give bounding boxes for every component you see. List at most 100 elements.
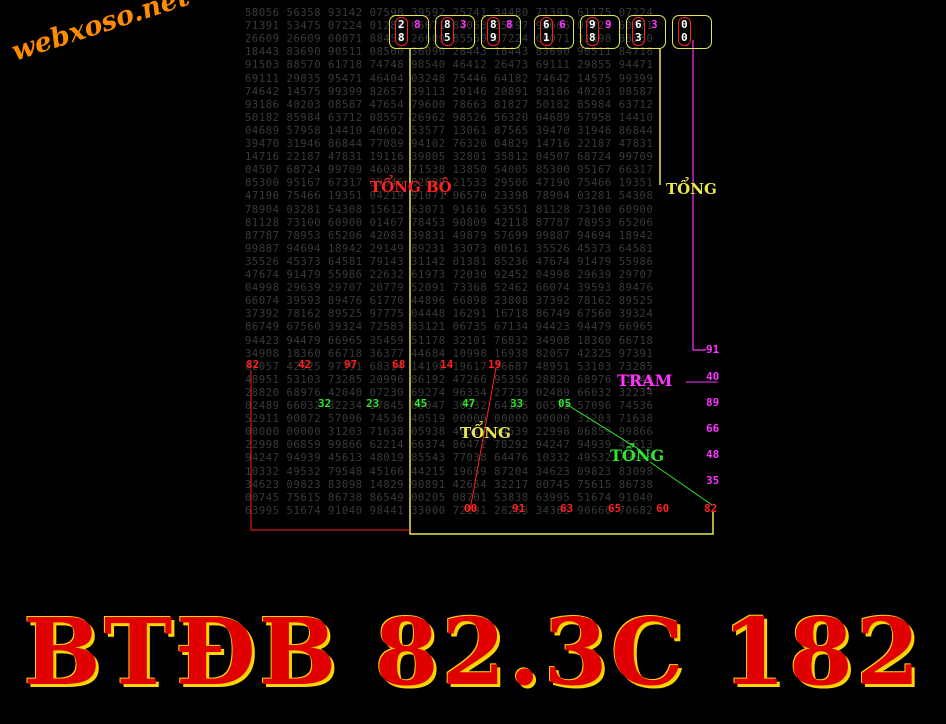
bottom-value: 82 — [704, 502, 718, 515]
pair-red-ring — [487, 17, 500, 46]
grid-row: 63995 51674 91040 98441 33000 72191 2826… — [245, 504, 654, 517]
grid-row: 74642 14575 99399 82657 39113 20146 2089… — [245, 85, 654, 98]
grid-row: 34908 18360 66718 36377 44684 10998 1693… — [245, 347, 654, 360]
pair-bottom-digit: 9 — [490, 31, 497, 44]
label-tong-green: TỔNG — [610, 446, 665, 465]
label-tong-right: TỔNG — [666, 180, 717, 198]
pair-side-digit: 3 — [460, 18, 467, 31]
pair-top-digit: 6 — [543, 18, 550, 31]
green-line-2 — [649, 461, 713, 506]
grid-row: 34623 09823 83098 14829 90891 42654 3221… — [245, 478, 654, 491]
green-value: 33 — [510, 397, 524, 410]
bottom-value: 60 — [656, 502, 670, 515]
bottom-value: 65 — [608, 502, 622, 515]
pair-red-ring — [540, 17, 553, 46]
pair-side-digit: 8 — [414, 18, 421, 31]
grid-row: 47190 75466 19351 04219 91071 06570 2339… — [245, 190, 654, 203]
pair-bottom-digit: 3 — [635, 31, 642, 44]
grid-row: 02489 66032 32234 37845 80047 30332 6410… — [245, 400, 654, 412]
bottom-value: 63 — [560, 502, 574, 515]
grid-row: 86749 67560 39324 72583 83121 06735 6713… — [245, 321, 654, 334]
right-column-value: 89 — [706, 396, 720, 409]
red-bracket — [250, 370, 410, 531]
grid-row: 18443 83690 90511 08500 36090 28443 1844… — [245, 46, 654, 59]
pair-bottom-digit: 0 — [681, 31, 688, 44]
magenta-line — [692, 40, 706, 351]
pair-top-digit: 6 — [635, 18, 642, 31]
yellow-diagonal — [469, 367, 497, 511]
grid-row: 14716 22187 47831 19116 39005 32801 3581… — [245, 151, 654, 164]
grid-row: 87787 78953 65206 42083 39831 49879 5769… — [245, 229, 654, 242]
green-line-1 — [565, 403, 641, 451]
pair-bottom-digit: 5 — [444, 31, 451, 44]
grid-row: 39470 31946 86844 77089 94102 76320 0482… — [245, 138, 654, 150]
grid-row: 28820 68976 42040 07230 69274 96334 2773… — [245, 386, 654, 399]
label-tong-yellow: TỔNG — [460, 424, 511, 442]
red-value: 14 — [440, 358, 454, 371]
red-value: 82 — [246, 358, 260, 371]
grid-row: 99887 94694 18942 29149 89231 33073 0016… — [245, 242, 654, 255]
grid-row: 93186 40203 08587 47654 79600 78663 8182… — [245, 98, 654, 111]
grid-row: 04998 29639 29707 20779 52091 73368 5246… — [245, 282, 654, 295]
pair-side-digit: 3 — [651, 18, 658, 31]
grid-row: 35526 45373 64581 79143 31142 01381 8523… — [245, 255, 654, 268]
grid-row: 10332 49532 79548 45166 44215 19659 8720… — [245, 465, 654, 478]
green-value: 05 — [558, 397, 572, 410]
grid-row: 58056 56358 93142 07598 39592 25741 3448… — [245, 7, 654, 19]
grid-row: 91503 88570 61718 74748 98540 46412 2647… — [245, 59, 654, 72]
green-value: 45 — [414, 397, 428, 410]
grid-row: 82057 42325 97391 68314 14198 19617 2668… — [245, 360, 654, 373]
grid-row: 78904 03281 54308 15612 63071 91616 5355… — [245, 203, 654, 216]
pair-side-digit: 9 — [605, 18, 612, 31]
pair-bottom-digit: 8 — [589, 31, 596, 44]
lottery-number-grid: 58056 56358 93142 07598 39592 25741 3448… — [245, 7, 725, 517]
green-value: 23 — [366, 397, 380, 410]
right-column-value: 91 — [706, 343, 720, 356]
right-column-value: 48 — [706, 448, 720, 461]
grid-row: 04507 68724 99709 46038 71538 13850 5400… — [245, 164, 654, 177]
pair-top-digit: 0 — [681, 18, 688, 31]
pair-top-digit: 8 — [444, 18, 451, 31]
right-column-value: 40 — [706, 370, 720, 383]
pair-red-ring — [678, 17, 691, 46]
red-value: 97 — [344, 358, 358, 371]
bottom-value: 00 — [464, 502, 478, 515]
grid-row: 48951 53103 73285 20996 86192 47266 9535… — [245, 373, 654, 386]
grid-row: 66074 39593 89476 61770 44896 66898 2380… — [245, 295, 654, 308]
red-value: 42 — [298, 358, 312, 371]
pair-bottom-digit: 8 — [398, 31, 405, 44]
green-value: 47 — [462, 397, 476, 410]
grid-row: 37392 78162 89525 97775 04448 16291 1671… — [245, 308, 654, 321]
grid-row: 47674 91479 55986 22632 61973 72030 9245… — [245, 269, 654, 281]
green-value: 32 — [318, 397, 332, 410]
pair-bottom-digit: 1 — [543, 31, 550, 44]
right-column-value: 66 — [706, 422, 720, 435]
headline: BTĐB 82.3C 182 — [23, 598, 923, 706]
red-value: 68 — [392, 358, 406, 371]
pair-red-ring — [441, 17, 454, 46]
grid-row: 00000 00000 31203 71638 05938 40517 7453… — [245, 426, 654, 439]
pair-top-digit: 8 — [490, 18, 497, 31]
bottom-value: 91 — [512, 502, 526, 515]
grid-row: 04689 57958 14410 40602 53577 13061 8756… — [245, 124, 654, 137]
label-tong-bo: TỔNG BỘ — [370, 178, 452, 196]
grid-row: 52911 00872 57096 74536 40519 00000 0000… — [245, 413, 654, 426]
pair-top-digit: 9 — [589, 18, 596, 31]
grid-row: 00745 75615 86738 86549 00205 08701 5383… — [245, 491, 654, 504]
pair-red-ring — [632, 17, 645, 46]
grid-row: 94423 94479 66965 35459 51178 32101 7683… — [245, 334, 654, 347]
grid-row: 85300 95167 67317 39046 02809 21533 2950… — [245, 177, 654, 190]
pair-red-ring — [395, 17, 408, 46]
pair-top-digit: 2 — [398, 18, 405, 31]
grid-row: 50182 85984 63712 08557 26962 98526 5632… — [245, 111, 654, 124]
red-value: 19 — [488, 358, 502, 371]
pair-red-ring — [586, 17, 599, 46]
